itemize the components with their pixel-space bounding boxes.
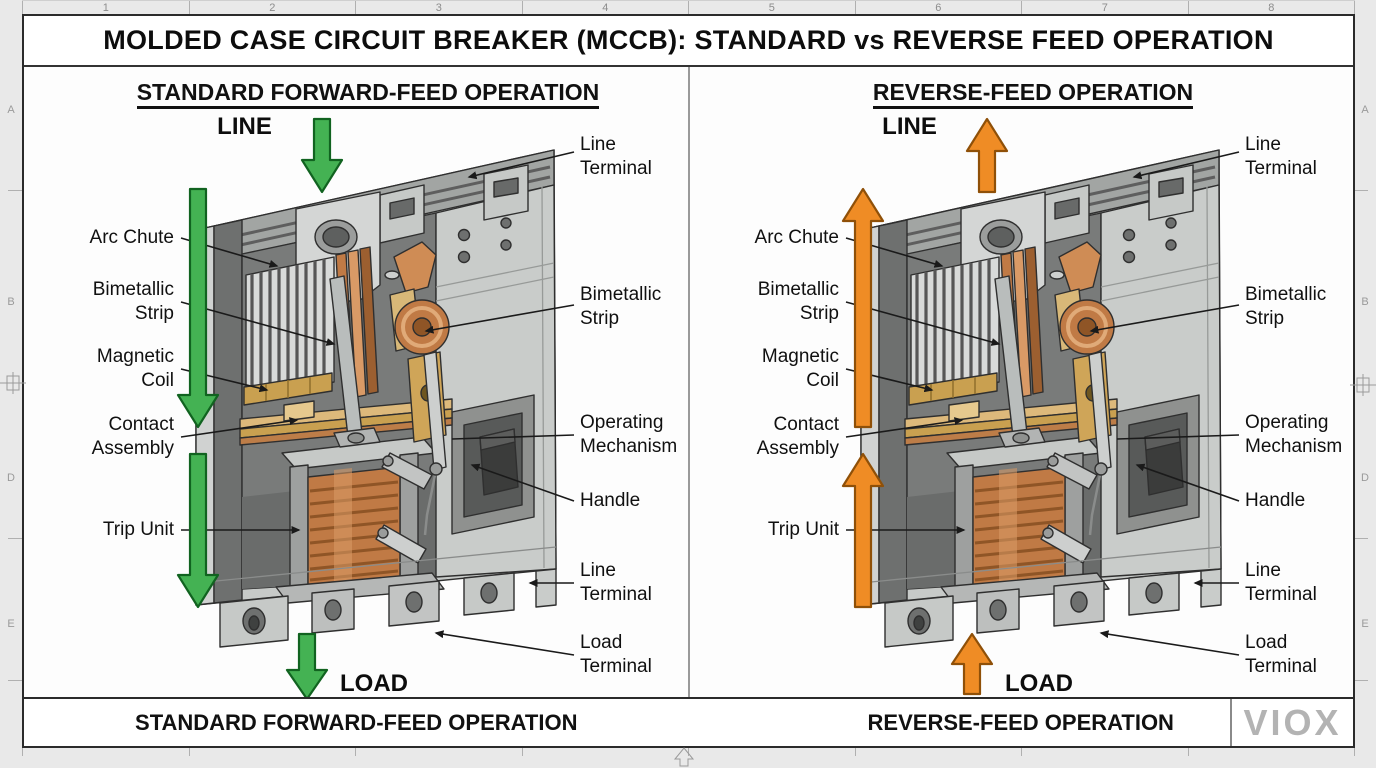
label-line-terminal-bottom: Line Terminal: [1245, 560, 1317, 605]
ruler-letter: D: [7, 472, 15, 484]
title-bar: MOLDED CASE CIRCUIT BREAKER (MCCB): STAN…: [24, 16, 1353, 67]
leader-line-terminal-top: [1132, 151, 1240, 180]
label-trip-unit: Trip Unit: [102, 519, 174, 540]
label-contact-assembly: Contact Assembly: [756, 414, 839, 459]
flow-arrow-line-down: [300, 117, 344, 194]
leader-handle: [1135, 463, 1240, 502]
ruler-letter: B: [7, 296, 15, 308]
flow-arrows-up: [841, 117, 1009, 696]
flow-arrow-upper-down: [176, 187, 220, 429]
ruler-bottom: [22, 748, 1355, 766]
leader-line-terminal-top: [467, 151, 575, 180]
diagram-panels: STANDARD FORWARD-FEED OPERATION LINE LOA…: [24, 67, 1353, 701]
label-line-terminal-top: Line Terminal: [1245, 134, 1317, 179]
standard-feed-illustration: [176, 117, 575, 701]
ruler-letter: E: [1361, 618, 1369, 630]
flow-arrow-lower-down: [176, 452, 220, 609]
leader-operating-mechanism: [451, 434, 575, 440]
flow-arrow-upper-up: [841, 187, 885, 429]
flow-arrow-load-up: [950, 632, 994, 696]
leader-handle: [470, 463, 575, 502]
ruler-number: 4: [523, 1, 689, 15]
ruler-top: 1 2 3 4 5 6 7 8: [22, 0, 1355, 15]
flow-arrow-load-down: [285, 632, 329, 701]
logo-box: VIOX: [1230, 699, 1353, 746]
caption-standard: STANDARD FORWARD-FEED OPERATION: [135, 709, 578, 735]
ruler-letter: A: [1361, 104, 1369, 116]
leader-load-terminal: [434, 630, 575, 656]
caption-reverse: REVERSE-FEED OPERATION: [867, 709, 1174, 735]
registration-mark-right: [1350, 374, 1376, 396]
panel-standard-feed: STANDARD FORWARD-FEED OPERATION LINE LOA…: [24, 67, 712, 701]
label-load-terminal: Load Terminal: [580, 632, 652, 677]
ruler-number: 8: [1189, 1, 1355, 15]
ruler-letter: E: [7, 618, 15, 630]
ruler-left: A B D E: [0, 14, 22, 748]
ruler-number: 5: [689, 1, 856, 15]
flow-arrows-down: [176, 117, 344, 701]
label-trip-unit: Trip Unit: [767, 519, 839, 540]
panel-divider: [688, 67, 690, 701]
leader-bimetallic-right: [1089, 304, 1240, 334]
registration-mark-left: [0, 372, 26, 394]
label-operating-mechanism: Operating Mechanism: [1245, 412, 1343, 457]
label-bimetallic-strip-right: Bimetallic Strip: [580, 284, 662, 329]
registration-mark-bottom: [673, 747, 695, 767]
flow-arrow-line-up: [965, 117, 1009, 194]
leader-operating-mechanism: [1116, 434, 1240, 440]
line-label: LINE: [217, 113, 272, 140]
load-label: LOAD: [340, 670, 408, 697]
ruler-letter: B: [1361, 296, 1369, 308]
leader-load-terminal: [1099, 630, 1240, 656]
page-title: MOLDED CASE CIRCUIT BREAKER (MCCB): STAN…: [103, 25, 1274, 55]
viox-logo: VIOX: [1243, 701, 1342, 743]
panel-header: REVERSE-FEED OPERATION: [689, 79, 1376, 109]
label-bimetallic-strip-left: Bimetallic Strip: [92, 279, 174, 324]
label-load-terminal: Load Terminal: [1245, 632, 1317, 677]
drawing-sheet: MOLDED CASE CIRCUIT BREAKER (MCCB): STAN…: [22, 14, 1355, 748]
ruler-number: 2: [190, 1, 356, 15]
label-arc-chute: Arc Chute: [754, 227, 839, 248]
leader-contact-assembly: [845, 417, 964, 438]
reverse-feed-illustration: [841, 117, 1240, 696]
ruler-number: 3: [356, 1, 523, 15]
label-bimetallic-strip-left: Bimetallic Strip: [757, 279, 839, 324]
label-line-terminal-top: Line Terminal: [580, 134, 652, 179]
line-label: LINE: [882, 113, 937, 140]
ruler-number: 1: [22, 1, 190, 15]
ruler-letter: D: [1361, 472, 1369, 484]
ruler-number: 6: [856, 1, 1022, 15]
caption-band: STANDARD FORWARD-FEED OPERATION REVERSE-…: [24, 697, 1353, 746]
flow-arrow-lower-up: [841, 452, 885, 609]
load-label: LOAD: [1005, 670, 1073, 697]
ruler-number: 7: [1022, 1, 1189, 15]
panel-reverse-feed: REVERSE-FEED OPERATION LINE LOAD Arc Chu…: [689, 67, 1376, 701]
label-magnetic-coil: Magnetic Coil: [96, 346, 174, 391]
label-operating-mechanism: Operating Mechanism: [580, 412, 678, 457]
panel-header: STANDARD FORWARD-FEED OPERATION: [24, 79, 712, 109]
leader-contact-assembly: [180, 417, 299, 438]
leader-bimetallic-right: [424, 304, 575, 334]
label-contact-assembly: Contact Assembly: [91, 414, 174, 459]
ruler-right: A B D E: [1354, 14, 1376, 748]
label-bimetallic-strip-right: Bimetallic Strip: [1245, 284, 1327, 329]
label-line-terminal-bottom: Line Terminal: [580, 560, 652, 605]
label-magnetic-coil: Magnetic Coil: [761, 346, 839, 391]
label-handle: Handle: [1245, 490, 1306, 511]
label-arc-chute: Arc Chute: [89, 227, 174, 248]
label-handle: Handle: [580, 490, 641, 511]
ruler-letter: A: [7, 104, 15, 116]
